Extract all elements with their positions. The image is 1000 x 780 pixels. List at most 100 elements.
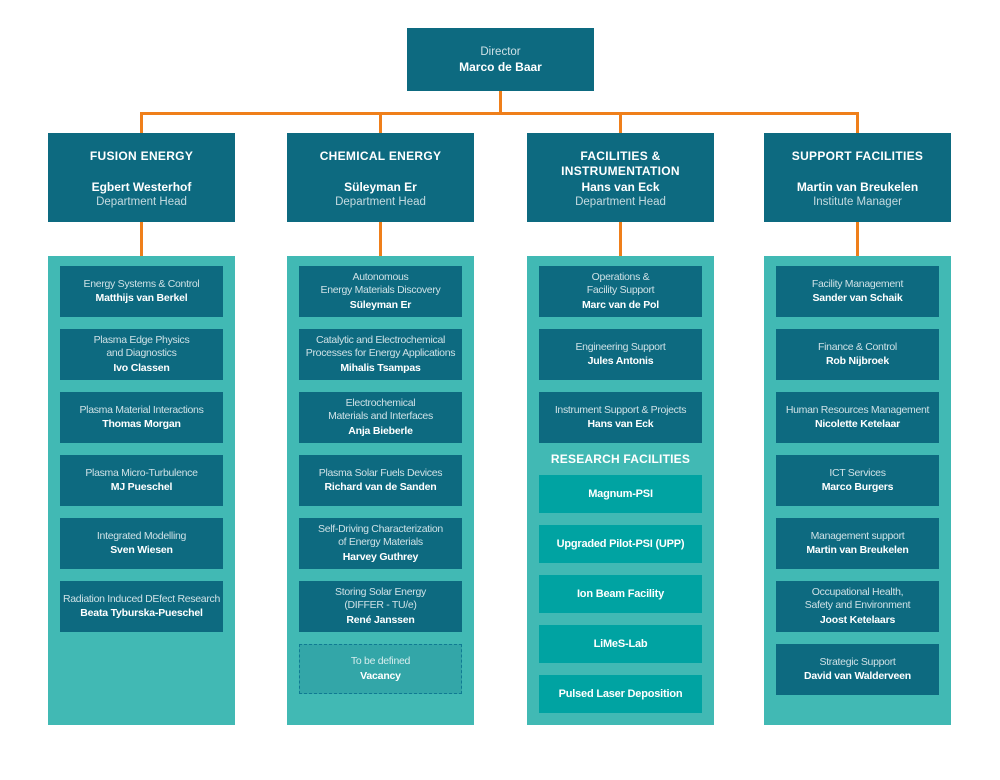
connector-line [140, 115, 143, 133]
dept-title: CHEMICAL ENERGY [319, 149, 442, 163]
column-fusion-energy: Energy Systems & Control Matthijs van Be… [48, 256, 235, 725]
group-title: Integrated Modelling [96, 529, 187, 542]
facility-label: Ion Beam Facility [576, 588, 665, 600]
group-title: Plasma Material Interactions [79, 403, 204, 416]
column-chemical-energy: Autonomous Energy Materials Discovery Sü… [287, 256, 474, 725]
group-lead-name: Hans van Eck [587, 418, 654, 430]
group-box: Catalytic and Electrochemical Processes … [299, 329, 462, 380]
facility-label: LiMeS-Lab [593, 638, 648, 650]
group-lead-name: Joost Ketelaars [819, 613, 896, 626]
group-title: Electrochemical Materials and Interfaces [328, 396, 433, 423]
research-facilities-heading: RESEARCH FACILITIES [550, 452, 691, 466]
group-box: Plasma Solar Fuels Devices Richard van d… [299, 455, 462, 506]
group-box: Storing Solar Energy (DIFFER - TU/e) Ren… [299, 581, 462, 632]
group-lead-name: Harvey Guthrey [342, 550, 419, 563]
group-title: Storing Solar Energy (DIFFER - TU/e) [335, 585, 426, 612]
group-title: To be defined [350, 655, 411, 667]
group-box: Engineering Support Jules Antonis [539, 329, 702, 380]
facility-box: Magnum-PSI [539, 475, 702, 513]
group-box: Plasma Material Interactions Thomas Morg… [60, 392, 223, 443]
group-title: Self-Driving Characterization of Energy … [318, 522, 443, 549]
group-box: Management support Martin van Breukelen [776, 518, 939, 569]
connector-line [499, 91, 502, 113]
facility-box: Upgraded Pilot-PSI (UPP) [539, 525, 702, 563]
group-title: Instrument Support & Projects [554, 403, 687, 416]
group-box: Strategic Support David van Walderveen [776, 644, 939, 695]
group-lead-name: Matthijs van Berkel [95, 292, 188, 304]
group-box: Electrochemical Materials and Interfaces… [299, 392, 462, 443]
group-title: Energy Systems & Control [83, 277, 200, 290]
dept-header-support-facilities: SUPPORT FACILITIES Martin van Breukelen … [764, 133, 951, 222]
connector-line [856, 115, 859, 133]
group-lead-name: Beata Tyburska-Pueschel [80, 607, 203, 619]
group-box: Facility Management Sander van Schaik [776, 266, 939, 317]
group-lead-name: Marco Burgers [821, 481, 894, 493]
connector-line [619, 222, 622, 256]
dept-head-role: Department Head [575, 196, 666, 208]
director-box: Director Marco de Baar [407, 28, 594, 91]
group-title: Plasma Edge Physics and Diagnostics [93, 333, 190, 360]
group-lead-name: Sander van Schaik [812, 292, 903, 304]
director-name: Marco de Baar [459, 59, 542, 74]
dept-head-name: Martin van Breukelen [796, 180, 919, 194]
column-support-facilities: Facility Management Sander van Schaik Fi… [764, 256, 951, 725]
group-title: Strategic Support [819, 655, 896, 668]
dept-head-name: Süleyman Er [344, 180, 417, 194]
dept-title: FUSION ENERGY [89, 149, 194, 163]
group-title: Facility Management [811, 277, 904, 290]
group-lead-name: Vacancy [360, 669, 401, 682]
group-title: Catalytic and Electrochemical Processes … [305, 333, 456, 360]
facility-box: Pulsed Laser Deposition [539, 675, 702, 713]
group-box: Instrument Support & Projects Hans van E… [539, 392, 702, 443]
group-title: Operations & Facility Support [586, 270, 655, 297]
dept-head-role: Department Head [96, 196, 187, 208]
dept-header-chemical-energy: CHEMICAL ENERGY Süleyman Er Department H… [287, 133, 474, 222]
group-title: Engineering Support [575, 340, 666, 353]
group-box: Human Resources Management Nicolette Ket… [776, 392, 939, 443]
group-lead-name: Süleyman Er [349, 298, 412, 311]
group-box: ICT Services Marco Burgers [776, 455, 939, 506]
group-box: Integrated Modelling Sven Wiesen [60, 518, 223, 569]
group-title: Radiation Induced DEfect Research [62, 592, 221, 605]
group-lead-name: Nicolette Ketelaar [814, 418, 901, 430]
group-lead-name: Jules Antonis [587, 355, 654, 367]
facility-box: Ion Beam Facility [539, 575, 702, 613]
facility-label: Upgraded Pilot-PSI (UPP) [556, 538, 685, 550]
group-title: Finance & Control [818, 340, 897, 353]
group-lead-name: Marc van de Pol [582, 298, 659, 311]
connector-line [379, 222, 382, 256]
group-box: Energy Systems & Control Matthijs van Be… [60, 266, 223, 317]
group-lead-name: Ivo Classen [113, 361, 170, 374]
group-title: Plasma Solar Fuels Devices [318, 466, 443, 479]
group-title: ICT Services [829, 466, 886, 479]
group-box: Self-Driving Characterization of Energy … [299, 518, 462, 569]
facility-label: Magnum-PSI [588, 488, 653, 500]
group-lead-name: Mihalis Tsampas [340, 361, 421, 374]
dept-head-name: Egbert Westerhof [91, 180, 192, 194]
column-facilities-instrumentation: Operations & Facility Support Marc van d… [527, 256, 714, 725]
group-box: Finance & Control Rob Nijbroek [776, 329, 939, 380]
dept-head-role: Institute Manager [813, 196, 902, 208]
director-title: Director [480, 45, 521, 58]
group-box: Occupational Health, Safety and Environm… [776, 581, 939, 632]
dept-title: FACILITIES & INSTRUMENTATION [561, 149, 680, 178]
dept-title: SUPPORT FACILITIES [791, 149, 924, 163]
group-lead-name: Richard van de Sanden [324, 481, 437, 493]
group-title: Plasma Micro-Turbulence [85, 466, 198, 479]
group-box: Operations & Facility Support Marc van d… [539, 266, 702, 317]
group-lead-name: Sven Wiesen [110, 544, 173, 556]
group-lead-name: Anja Bieberle [348, 424, 413, 437]
group-title: Autonomous Energy Materials Discovery [320, 270, 441, 297]
group-box: Plasma Micro-Turbulence MJ Pueschel [60, 455, 223, 506]
facility-box: LiMeS-Lab [539, 625, 702, 663]
group-box: Autonomous Energy Materials Discovery Sü… [299, 266, 462, 317]
connector-line [619, 115, 622, 133]
dept-header-facilities-instrumentation: FACILITIES & INSTRUMENTATION Hans van Ec… [527, 133, 714, 222]
facility-label: Pulsed Laser Deposition [558, 688, 683, 700]
group-lead-name: Thomas Morgan [102, 418, 181, 430]
dept-head-name: Hans van Eck [581, 180, 660, 194]
connector-line [856, 222, 859, 256]
vacancy-box: To be defined Vacancy [299, 644, 462, 694]
group-lead-name: René Janssen [346, 613, 415, 626]
